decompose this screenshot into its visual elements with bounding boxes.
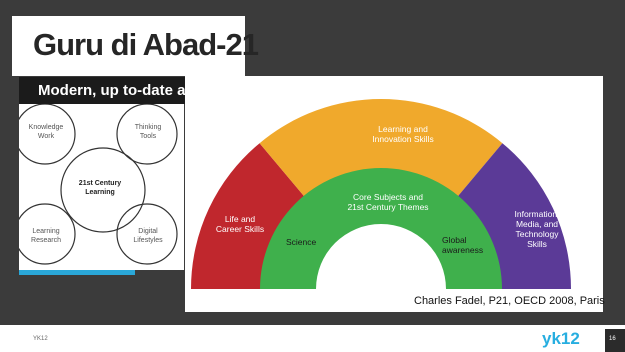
venn-top-right-circle [116,104,178,165]
venn-label-line: Tools [139,133,157,140]
arc-label-line: awareness [442,245,484,255]
label-learning-innovation: Learning and Innovation Skills [343,124,463,144]
venn-center-circle [60,147,146,233]
venn-top-left-circle [19,104,76,165]
arc-label-line: 21st Century Themes [347,202,429,212]
page-number-box [605,329,625,352]
label-life-career: Life and Career Skills [208,214,272,234]
rainbow-diagram [190,99,571,289]
arc-label-line: Information, [514,209,560,219]
arc-core-subjects [260,168,502,289]
arc-label-line: Innovation Skills [372,134,434,144]
arc-label-line: Skills [527,239,547,249]
page-number: 16 [609,336,616,342]
venn-bottom-left-circle [19,203,76,265]
venn-label-knowledge-work: Knowledge Work [24,123,68,141]
venn-label-line: Lifestyles [133,237,163,244]
arc-label-line: Learning and [378,124,428,134]
venn-label-learning-research: Learning Research [24,227,68,245]
label-science: Science [286,237,317,247]
arc-label-line: Media, and [515,219,559,229]
label-global-awareness: Global awareness [442,235,494,255]
venn-label-line: Work [37,133,55,140]
accent-line [19,270,135,275]
arc-label-line: Career Skills [215,224,265,234]
slide-title: Guru di Abad-21 [33,27,259,62]
image-credit: Charles Fadel, P21, OECD 2008, Paris [414,295,605,307]
title-box [12,16,245,76]
footer-text: YK12 [33,336,48,342]
venn-label-line: Digital [138,228,158,235]
arc-label-line: Life and [224,214,256,224]
venn-label-line: Research [31,237,61,244]
venn-diagram [19,104,178,265]
brand-logo: yk12 [542,329,580,348]
venn-label-center: 21st Century Learning [70,179,130,197]
venn-label-line: 21st Century [78,180,122,187]
arc-label-line: Core Subjects and [353,192,423,202]
venn-label-line: Learning [32,228,60,235]
label-information-media: Information, Media, and Technology Skill… [502,209,572,249]
arc-label-line: Technology [515,229,559,239]
arc-label-line: Global [442,235,467,245]
venn-bottom-right-circle [116,203,178,265]
venn-diagram-panel [19,104,184,270]
label-core-subjects: Core Subjects and 21st Century Themes [328,192,448,212]
venn-label-line: Learning [85,189,115,196]
venn-label-line: Knowledge [28,124,64,131]
venn-label-line: Thinking [134,124,162,131]
venn-label-digital-lifestyles: Digital Lifestyles [126,227,170,245]
venn-label-thinking-tools: Thinking Tools [126,123,170,141]
